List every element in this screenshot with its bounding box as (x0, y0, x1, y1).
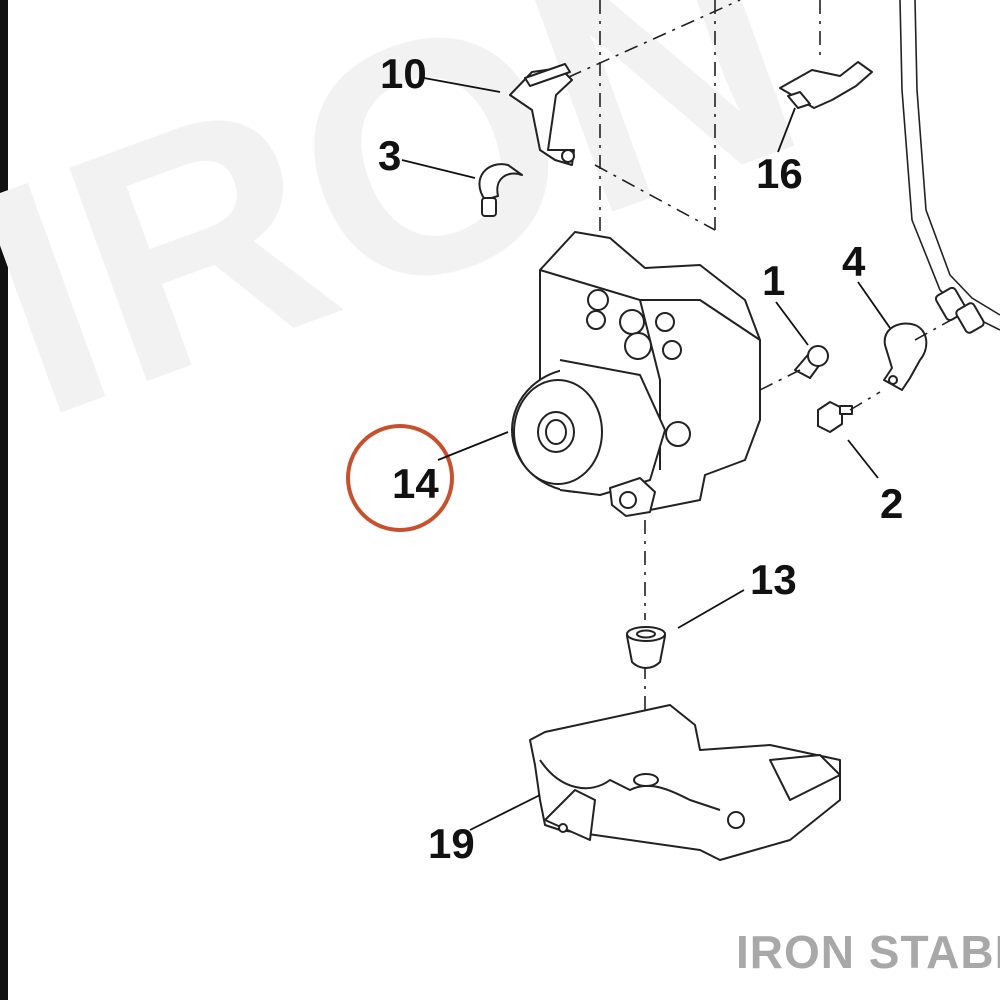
brand-logo-text: IRON STABLE (736, 926, 1000, 978)
part-14-abs-module (511, 231, 761, 517)
leader-lines (401, 77, 891, 831)
brake-line (899, 0, 1000, 334)
part-16-clip (779, 61, 873, 109)
callout-19: 19 (428, 820, 475, 867)
part-4-clamp (883, 322, 928, 391)
callout-14: 14 (392, 460, 439, 507)
callout-16: 16 (756, 150, 803, 197)
callout-labels: 10 3 16 1 4 14 2 13 19 (378, 50, 903, 867)
part-3-clip (478, 163, 523, 217)
part-2-bolt (817, 401, 853, 433)
part-13-grommet (626, 626, 666, 669)
callout-1: 1 (762, 257, 785, 304)
highlight-ring (346, 424, 454, 532)
callout-13: 13 (750, 556, 797, 603)
callout-10: 10 (380, 50, 427, 97)
part-19-bracket (529, 704, 841, 861)
top-frame-lines (539, 0, 821, 240)
callout-3: 3 (378, 132, 401, 179)
callout-2: 2 (880, 480, 903, 527)
part-10-bracket (509, 63, 575, 166)
part-1-bolt (794, 345, 829, 379)
callout-4: 4 (842, 238, 866, 285)
left-border (0, 0, 8, 1000)
